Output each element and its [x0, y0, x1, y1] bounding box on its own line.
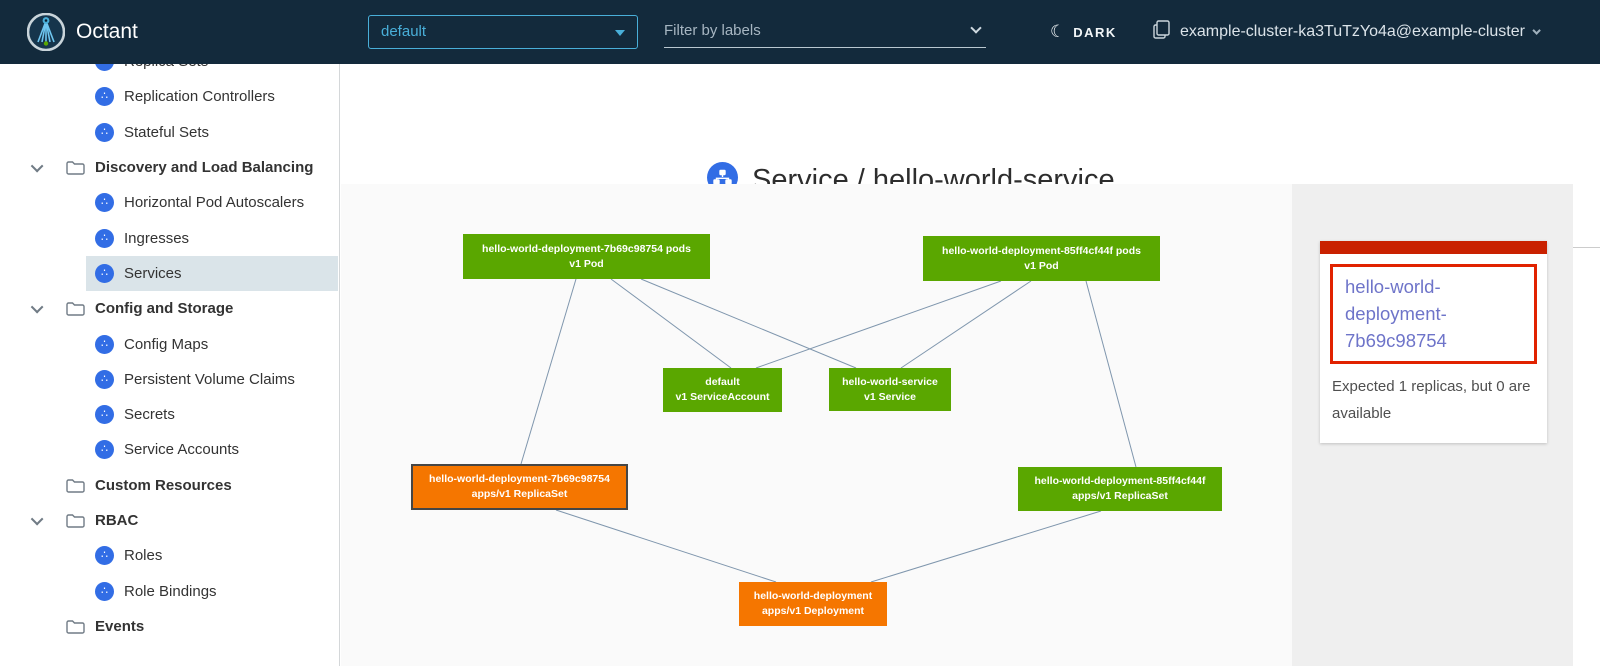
replica-sets-icon: ∴ — [95, 64, 114, 72]
graph-node-replicaset-7b69c98754[interactable]: hello-world-deployment-7b69c98754 apps/v… — [411, 464, 628, 510]
chevron-down-icon[interactable] — [970, 22, 982, 34]
moon-icon: ☾ — [1050, 21, 1066, 41]
status-message: Expected 1 replicas, but 0 are available — [1332, 378, 1531, 422]
content-header: Service / hello-world-service Summary Re… — [341, 64, 1600, 248]
replication-controllers-icon: ∴ — [95, 87, 114, 107]
sidebar-item-replica-sets[interactable]: ∴ Replica Sets — [0, 64, 338, 79]
sidebar-group-events[interactable]: Events — [0, 609, 338, 644]
service-accounts-icon: ∴ — [95, 440, 114, 460]
sidebar-item-service-accounts[interactable]: ∴ Service Accounts — [0, 432, 338, 467]
graph-node-pod-7b69c98754[interactable]: hello-world-deployment-7b69c98754 pods v… — [463, 234, 710, 279]
folder-icon — [66, 301, 85, 316]
sidebar-group-custom-resources[interactable]: Custom Resources — [0, 468, 338, 503]
sidebar-item-secrets[interactable]: ∴ Secrets — [0, 397, 338, 432]
role-bindings-icon: ∴ — [95, 581, 114, 601]
sidebar-item-horizontal-pod-autoscalers[interactable]: ∴ Horizontal Pod Autoscalers — [0, 185, 338, 220]
top-bar: Octant default ☾ DARK example-cluster-ka… — [0, 0, 1600, 64]
sidebar-item-role-bindings[interactable]: ∴ Role Bindings — [0, 573, 338, 608]
cluster-context-selector[interactable]: example-cluster-ka3TuTzYo4a@example-clus… — [1153, 0, 1541, 64]
app-title: Octant — [76, 20, 138, 43]
roles-icon: ∴ — [95, 546, 114, 566]
status-card-accent-bar — [1320, 241, 1547, 254]
cluster-context-label: example-cluster-ka3TuTzYo4a@example-clus… — [1180, 23, 1525, 40]
context-icon — [1153, 20, 1170, 44]
secrets-icon: ∴ — [95, 405, 114, 425]
folder-icon — [66, 160, 85, 175]
stateful-sets-icon: ∴ — [95, 122, 114, 142]
node-detail-panel: hello-world-deployment-7b69c98754 Expect… — [1292, 184, 1573, 666]
namespace-dropdown[interactable]: default — [368, 15, 638, 49]
folder-icon — [66, 513, 85, 528]
graph-node-pod-85ff4cf44f[interactable]: hello-world-deployment-85ff4cf44f pods v… — [923, 236, 1160, 281]
graph-node-deployment-hello-world[interactable]: hello-world-deployment apps/v1 Deploymen… — [739, 582, 887, 626]
sidebar-group-rbac[interactable]: RBAC — [0, 503, 338, 538]
label-filter — [664, 14, 986, 48]
sidebar-nav: ∴ Replica Sets ∴ Replication Controllers… — [0, 64, 338, 644]
sidebar-item-persistent-volume-claims[interactable]: ∴ Persistent Volume Claims — [0, 362, 338, 397]
sidebar-item-roles[interactable]: ∴ Roles — [0, 538, 338, 573]
sidebar-group-discovery-and-load-balancing[interactable]: Discovery and Load Balancing — [0, 150, 338, 185]
services-icon: ∴ — [95, 263, 114, 283]
resource-link[interactable]: hello-world-deployment-7b69c98754 — [1345, 276, 1447, 351]
graph-edges — [520, 278, 1137, 583]
sidebar-group-config-and-storage[interactable]: Config and Storage — [0, 291, 338, 326]
persistent-volume-claims-icon: ∴ — [95, 369, 114, 389]
sidebar-item-ingresses[interactable]: ∴ Ingresses — [0, 220, 338, 255]
chevron-down-icon — [1532, 26, 1541, 35]
sidebar: ∴ Replica Sets ∴ Replication Controllers… — [0, 64, 340, 666]
graph-node-service-hello-world[interactable]: hello-world-service v1 Service — [829, 368, 951, 411]
octant-logo-icon — [26, 12, 66, 52]
sidebar-item-stateful-sets[interactable]: ∴ Stateful Sets — [0, 115, 338, 150]
folder-icon — [66, 478, 85, 493]
horizontal-pod-autoscalers-icon: ∴ — [95, 193, 114, 213]
namespace-dropdown-value: default — [381, 23, 427, 40]
config-maps-icon: ∴ — [95, 334, 114, 354]
folder-icon — [66, 619, 85, 634]
sidebar-item-services[interactable]: ∴ Services — [0, 255, 338, 292]
ingresses-icon: ∴ — [95, 228, 114, 248]
sidebar-item-config-maps[interactable]: ∴ Config Maps — [0, 326, 338, 361]
theme-toggle-label: DARK — [1073, 24, 1117, 40]
sidebar-item-replication-controllers[interactable]: ∴ Replication Controllers — [0, 79, 338, 114]
status-card: hello-world-deployment-7b69c98754 Expect… — [1320, 241, 1547, 443]
graph-node-serviceaccount-default[interactable]: default v1 ServiceAccount — [663, 368, 782, 412]
caret-down-icon — [615, 30, 625, 36]
selected-resource-box: hello-world-deployment-7b69c98754 — [1330, 264, 1537, 365]
label-filter-input[interactable] — [664, 14, 954, 46]
theme-toggle[interactable]: ☾ DARK — [1050, 0, 1117, 64]
resource-viewer-graph: hello-world-deployment-7b69c98754 pods v… — [341, 184, 1292, 666]
graph-node-replicaset-85ff4cf44f[interactable]: hello-world-deployment-85ff4cf44f apps/v… — [1018, 467, 1222, 511]
selected-highlight — [86, 255, 338, 292]
